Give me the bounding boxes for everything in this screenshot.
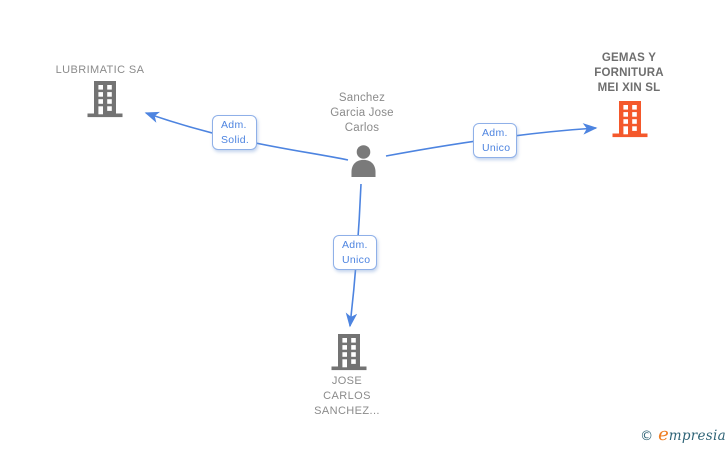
edge-label-adm-unico-bottom: Adm. Unico xyxy=(333,235,377,270)
edge-arrow-to-lubrimatic xyxy=(144,111,349,161)
empresia-logo: © empresia xyxy=(640,424,726,445)
brand-wordmark: empresia xyxy=(658,424,726,445)
person-icon[interactable] xyxy=(348,144,379,177)
company-label-lubrimatic[interactable]: LUBRIMATIC SA xyxy=(55,64,145,76)
building-icon[interactable] xyxy=(610,100,650,138)
edge-label-adm-unico-right: Adm. Unico xyxy=(473,123,517,158)
building-icon[interactable] xyxy=(85,80,125,118)
brand-rest: mpresia xyxy=(668,428,726,444)
building-icon[interactable] xyxy=(329,333,369,371)
company-label-jose-carlos[interactable]: JOSE CARLOS SANCHEZ... xyxy=(314,375,380,417)
copyright-icon: © xyxy=(640,429,654,444)
person-label-sanchez[interactable]: Sanchez Garcia Jose Carlos xyxy=(330,92,394,134)
company-label-gemas[interactable]: GEMAS Y FORNITURA MEI XIN SL xyxy=(594,52,664,94)
edge-label-adm-solid: Adm. Solid. xyxy=(212,115,257,150)
brand-initial: e xyxy=(658,424,669,445)
